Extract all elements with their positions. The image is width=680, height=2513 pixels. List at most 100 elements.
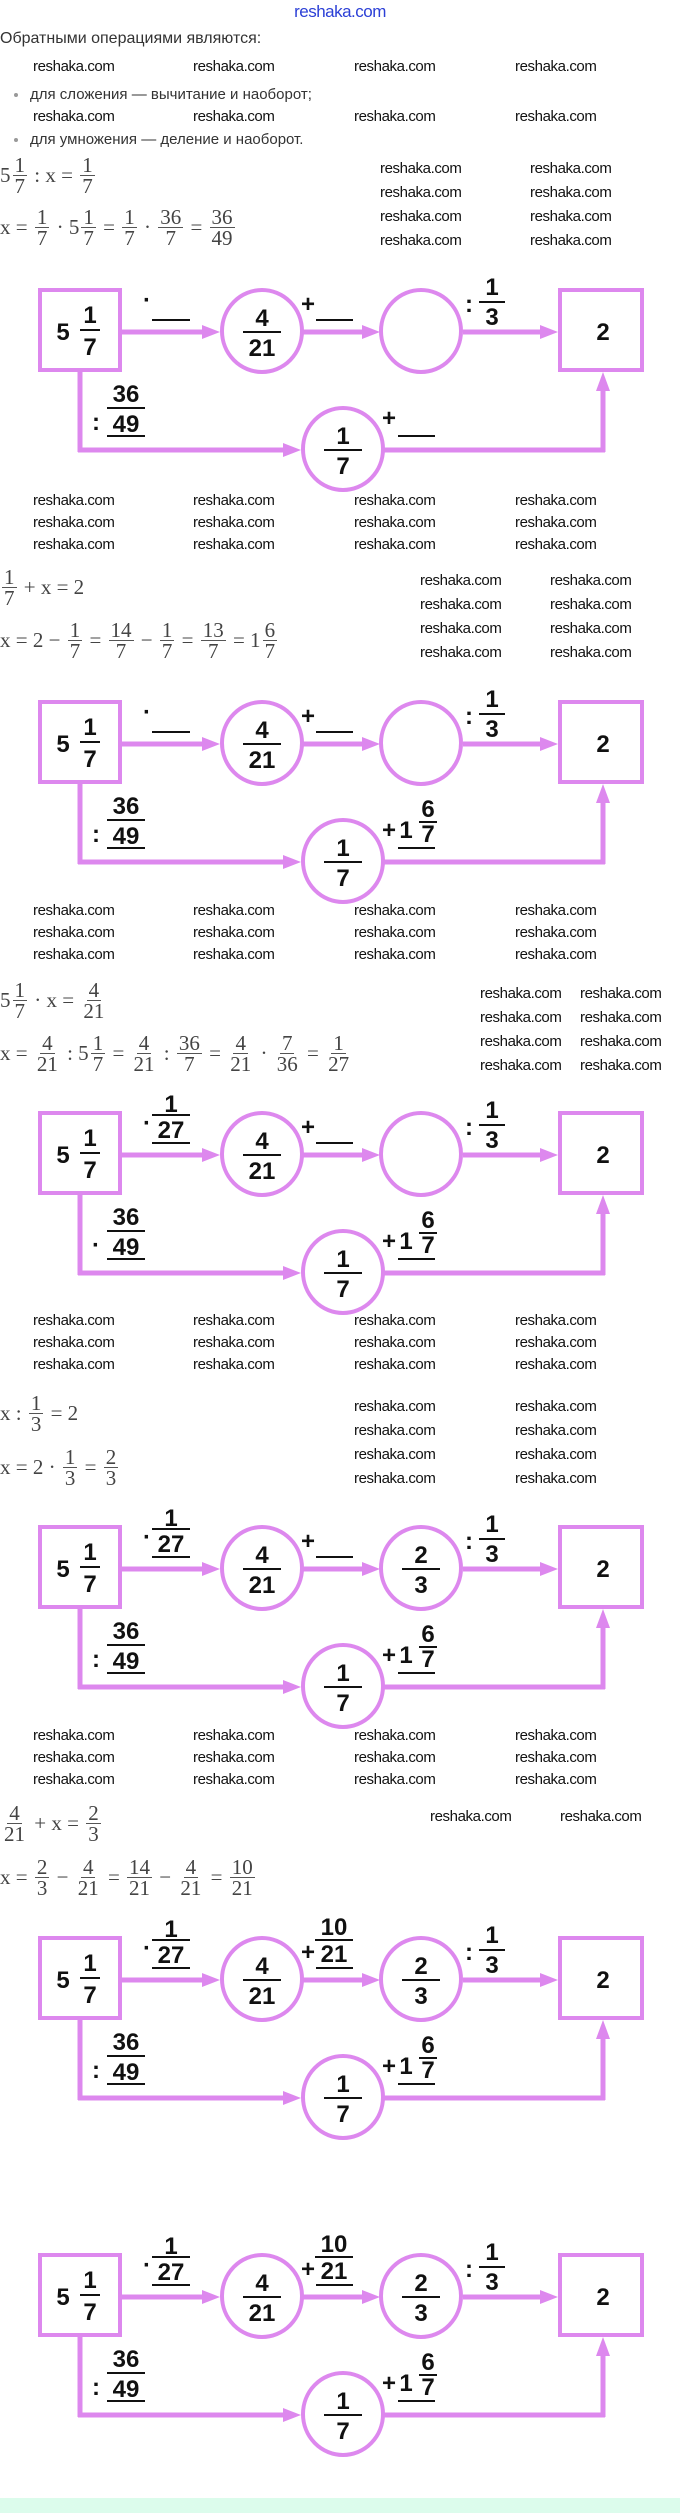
watermark-text: reshaka.com <box>33 946 115 963</box>
footer-band <box>0 2498 680 2513</box>
operator: + <box>301 1114 315 1141</box>
denominator: 27 <box>158 2259 185 2286</box>
operator: + <box>382 2370 396 2397</box>
numerator: 6 <box>421 1621 434 1648</box>
numerator: 1 <box>12 978 27 1002</box>
watermark-text: reshaka.com <box>354 1356 436 1373</box>
denominator: 27 <box>158 1117 185 1144</box>
operator: + <box>382 1228 396 1255</box>
numerator: 4 <box>255 1542 269 1569</box>
operand-fraction: 13 <box>479 274 505 331</box>
denominator: 27 <box>328 1052 350 1076</box>
operator: : <box>465 1939 473 1966</box>
denominator: 7 <box>69 639 81 663</box>
operator: + <box>301 1939 315 1966</box>
numerator: 4 <box>80 1855 96 1879</box>
watermark-text: reshaka.com <box>515 108 597 125</box>
operand-fraction: 127 <box>152 2233 190 2286</box>
arrow-2-label: + <box>301 1528 353 1558</box>
equation-text: − <box>154 1865 177 1889</box>
numerator: 10 <box>321 1914 348 1941</box>
denominator: 7 <box>83 746 96 773</box>
watermark-text: reshaka.com <box>354 1398 436 1415</box>
denominator: 7 <box>161 639 173 663</box>
numerator: 36 <box>113 1204 140 1231</box>
box-frame <box>558 2253 644 2337</box>
watermark-text: reshaka.com <box>380 160 462 177</box>
denominator: 7 <box>14 174 26 198</box>
denominator: 7 <box>421 821 434 848</box>
box-frame <box>558 700 644 784</box>
operand-fraction: 127 <box>152 1091 190 1144</box>
start-fraction: 17 <box>80 1950 100 2009</box>
watermark-text: reshaka.com <box>193 1334 275 1351</box>
denominator: 36 <box>276 1052 298 1076</box>
operand-fraction: 13 <box>479 1511 505 1568</box>
numerator: 1 <box>90 1031 106 1055</box>
watermark-text: reshaka.com <box>515 1422 597 1439</box>
denominator: 7 <box>336 1690 349 1717</box>
numerator: 7 <box>279 1031 295 1055</box>
watermark-text: reshaka.com <box>515 1312 597 1329</box>
equation-text: = <box>79 1455 102 1479</box>
numerator: 4 <box>255 1953 269 1980</box>
numerator: 4 <box>233 1031 248 1055</box>
circle-3: 17 <box>301 2054 385 2140</box>
denominator: 21 <box>4 1822 25 1846</box>
arrowhead-icon <box>540 1562 558 1576</box>
denominator: 21 <box>249 1572 276 1599</box>
watermark-text: reshaka.com <box>33 58 115 75</box>
watermark-text: reshaka.com <box>354 946 436 963</box>
start-fraction: 17 <box>80 1539 100 1598</box>
site-title-logo[interactable]: reshaka.com <box>294 2 386 21</box>
equation-text: = 1 <box>227 628 261 652</box>
watermark-text: reshaka.com <box>33 1334 115 1351</box>
operator: : <box>92 821 100 848</box>
numerator: 1 <box>336 1660 349 1687</box>
watermark-text: reshaka.com <box>354 514 436 531</box>
bullet-dot-icon <box>14 93 18 98</box>
arrowhead-icon <box>596 2020 610 2039</box>
equation-text: = <box>176 628 199 652</box>
numerator: 1 <box>485 1511 498 1538</box>
watermark-text: reshaka.com <box>515 902 597 919</box>
numerator: 1 <box>83 2267 96 2294</box>
watermark-text: reshaka.com <box>515 1771 597 1788</box>
denominator: 21 <box>129 1876 151 1900</box>
numerator: 36 <box>113 1618 140 1645</box>
arrowhead-icon <box>283 2091 301 2105</box>
connectors <box>77 1973 610 2105</box>
watermark-text: reshaka.com <box>193 536 275 553</box>
equation-text: : x = <box>29 163 79 187</box>
arrow-2-label: + <box>301 703 353 733</box>
numerator: 1 <box>83 1125 96 1152</box>
arrowhead-icon <box>540 325 558 339</box>
watermark-text: reshaka.com <box>515 924 597 941</box>
denominator: 3 <box>64 1466 76 1490</box>
denominator: 7 <box>264 639 276 663</box>
numerator: 1 <box>83 302 96 329</box>
denominator: 21 <box>231 1876 253 1900</box>
denominator: 3 <box>414 2300 427 2327</box>
circle-fraction: 23 <box>402 1953 440 2010</box>
arrow-1-label: · <box>143 699 190 733</box>
operand-fraction: 67 <box>419 1207 437 1259</box>
operand-fraction: 127 <box>152 1916 190 1969</box>
numerator: 10 <box>321 2231 348 2258</box>
numerator: 1 <box>159 618 175 642</box>
circle-1: 421 <box>220 1936 304 2022</box>
bullet-text: для умножения — деление и наоборот. <box>30 131 304 148</box>
equation-text: 5 <box>0 988 11 1012</box>
equation-text: : 5 <box>61 1041 89 1065</box>
watermark-text: reshaka.com <box>550 596 632 613</box>
